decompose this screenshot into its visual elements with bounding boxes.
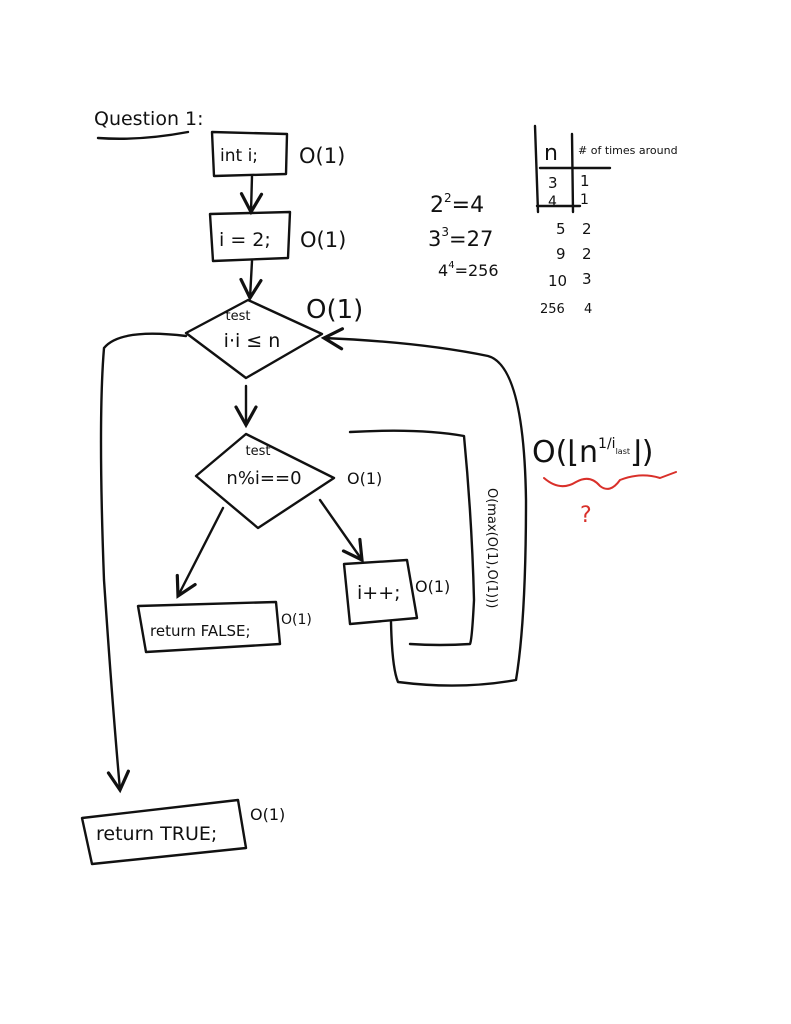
question-title: Question 1:	[94, 108, 204, 130]
node-test-loop: test i·i ≤ n	[184, 298, 324, 380]
arrow-test2-to-increment	[318, 498, 364, 563]
increment-box	[342, 558, 419, 626]
arrow-init-to-test1	[239, 259, 263, 302]
table-cell: 2	[582, 220, 592, 238]
return-false-box	[136, 600, 282, 654]
arrow-decl-to-init	[239, 174, 264, 216]
loop-bound-text: O(⌊n1/ilast⌋)	[532, 435, 653, 470]
loop-cost: O(max(O(1),O(1)))	[484, 488, 499, 608]
power-row: 22=4	[430, 191, 484, 218]
powers-list: 22=4 33=27 44=256	[428, 191, 499, 280]
node-test-divisible: test n%i==0	[194, 432, 336, 530]
table-cell: 1	[580, 172, 590, 190]
table-cell: 4	[548, 194, 557, 210]
table-cell: 3	[582, 270, 592, 288]
node-return-false: return FALSE;	[136, 600, 282, 654]
test-divisible-label: n%i==0	[226, 468, 301, 489]
node-increment: i++;	[342, 558, 419, 626]
power-row: 44=256	[438, 260, 499, 280]
arrow-test2-to-return-false	[175, 506, 225, 599]
init-box	[208, 210, 292, 263]
red-squiggle	[543, 471, 677, 490]
table-cell: 10	[548, 272, 567, 290]
test-loop-tag: test	[226, 309, 251, 324]
node-declare: int i;	[210, 130, 289, 178]
return-true-box	[80, 798, 248, 866]
test-divisible-diamond	[194, 432, 336, 530]
loop-back-edge	[320, 327, 528, 687]
test-loop-label: i·i ≤ n	[224, 330, 281, 352]
arrow-test1-to-return-true	[99, 332, 188, 794]
table-header-n: n	[544, 141, 558, 166]
loop-bound-expression: O(⌊n1/ilast⌋)	[532, 435, 653, 470]
table-cell: 4	[584, 302, 592, 317]
return-false-cost: O(1)	[281, 612, 312, 628]
increment-label: i++;	[357, 582, 401, 604]
node-init: i = 2;	[208, 210, 292, 263]
return-true-cost: O(1)	[250, 805, 285, 824]
power-row: 33=27	[428, 225, 493, 251]
table-header-times: # of times around	[578, 144, 678, 157]
return-true-label: return TRUE;	[96, 823, 217, 845]
init-cost: O(1)	[300, 228, 346, 252]
declare-cost: O(1)	[299, 144, 345, 168]
title-underline	[96, 130, 190, 140]
question-mark: ?	[580, 503, 592, 528]
table-cell: 2	[582, 245, 592, 263]
table-cell: 3	[548, 174, 558, 192]
table-cell: 5	[556, 220, 566, 238]
return-false-label: return FALSE;	[150, 622, 251, 640]
table-cell: 256	[540, 302, 565, 317]
test-divisible-tag: test	[246, 444, 271, 459]
declare-box	[210, 130, 289, 178]
loop-bracket	[348, 429, 476, 647]
test-divisible-cost: O(1)	[347, 469, 382, 488]
increment-cost: O(1)	[415, 577, 450, 596]
iterations-table: n # of times around 3 1 4 1 5 2 9 2 10 3…	[533, 124, 678, 317]
init-label: i = 2;	[219, 229, 271, 251]
declare-label: int i;	[220, 146, 258, 166]
table-left-rule	[533, 124, 540, 214]
node-return-true: return TRUE;	[80, 798, 248, 866]
table-col-rule	[570, 132, 575, 214]
table-cell: 9	[556, 245, 566, 263]
test-loop-cost: O(1)	[306, 295, 363, 325]
table-cell: 1	[580, 192, 589, 208]
